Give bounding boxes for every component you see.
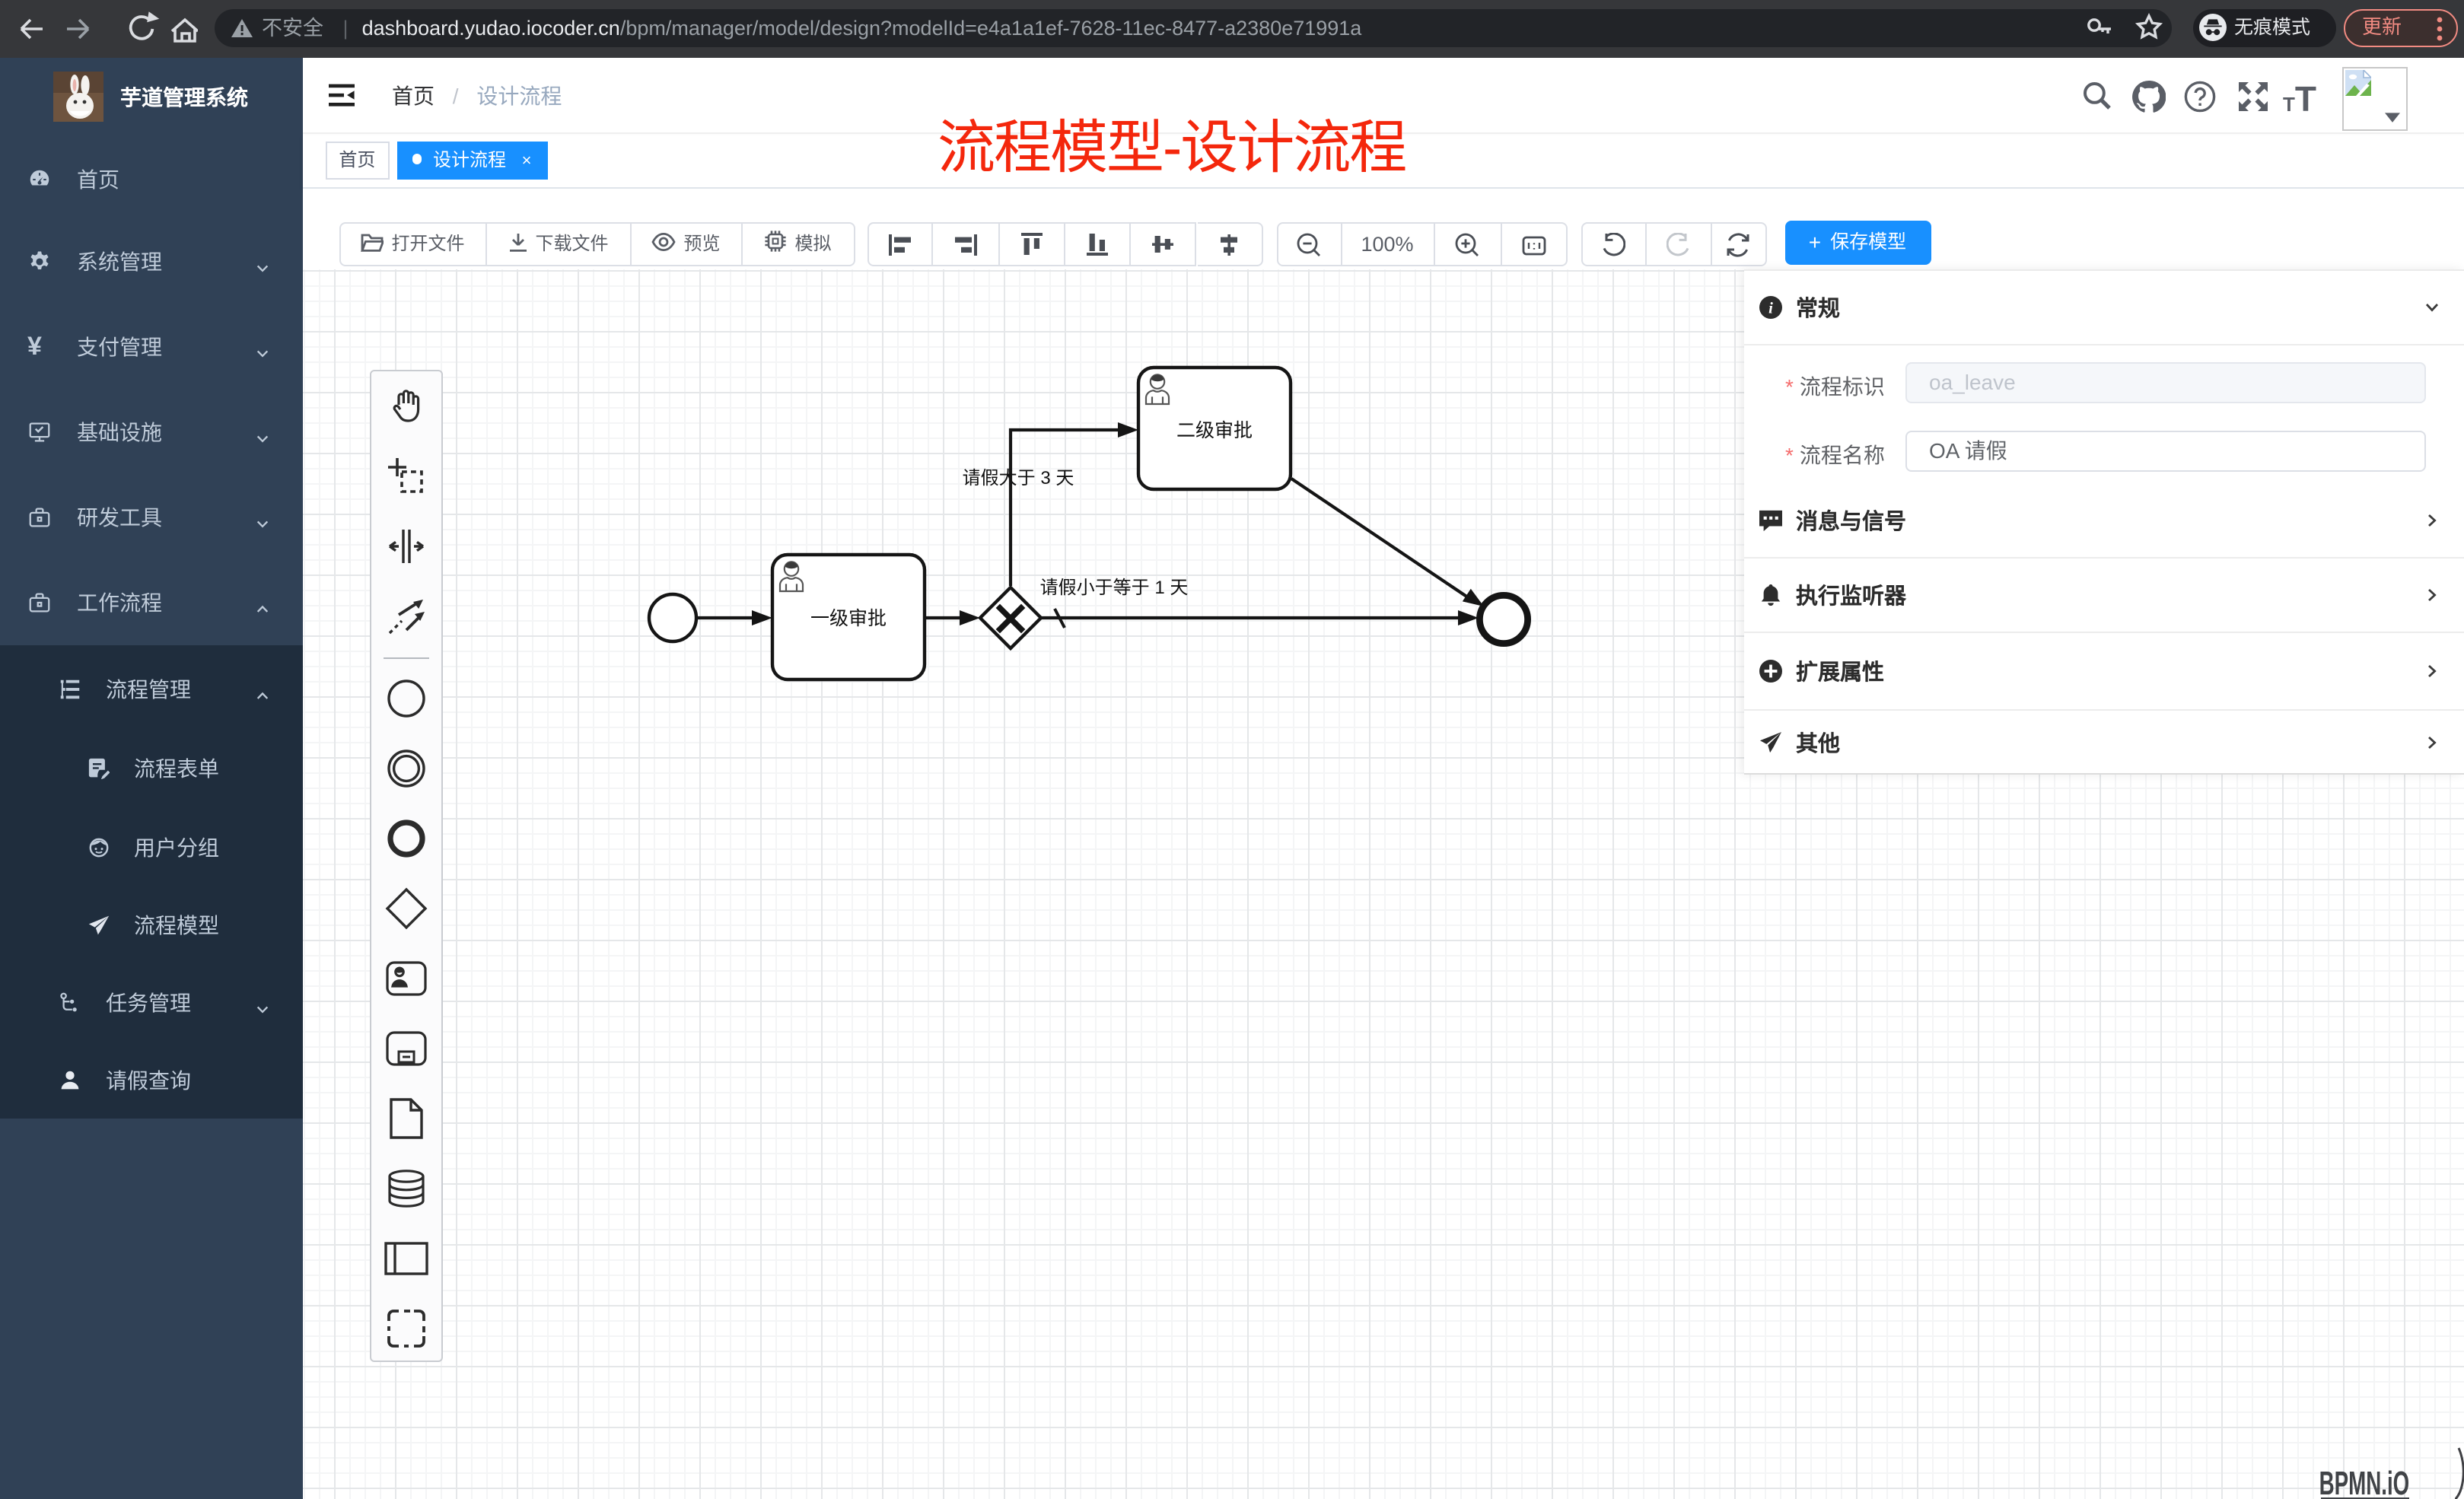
svg-text:请假小于等于 1 天: 请假小于等于 1 天: [1040, 578, 1189, 598]
svg-text:一级审批: 一级审批: [810, 608, 887, 629]
svg-text:请假大于 3 天: 请假大于 3 天: [963, 468, 1074, 489]
svg-text:i: i: [1768, 301, 1772, 317]
svg-text:二级审批: 二级审批: [1176, 420, 1253, 441]
